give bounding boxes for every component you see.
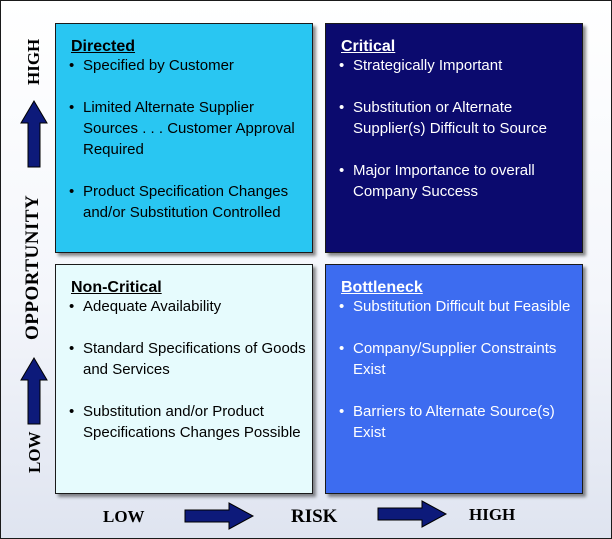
y-axis-up-arrow-bottom <box>20 357 48 425</box>
quadrant-title: Bottleneck <box>341 279 423 296</box>
list-item: Barriers to Alternate Source(s) Exist <box>339 401 576 443</box>
quadrant-title: Non-Critical <box>71 279 162 296</box>
x-axis-low-label: LOW <box>103 507 145 526</box>
quadrant-items: Adequate Availability Standard Specifica… <box>69 296 306 464</box>
quadrant-title: Critical <box>341 38 396 55</box>
y-axis-up-arrow-top <box>20 100 48 168</box>
quadrant-items: Strategically Important Substitution or … <box>339 55 576 223</box>
quadrant-title: Directed <box>71 38 136 55</box>
list-item: Product Specification Changes and/or Sub… <box>69 181 306 223</box>
list-item: Company/Supplier Constraints Exist <box>339 338 576 380</box>
y-axis-low-label: LOW <box>25 431 44 473</box>
quadrant-items: Substitution Difficult but Feasible Comp… <box>339 296 576 464</box>
list-item: Standard Specifications of Goods and Ser… <box>69 338 306 380</box>
list-item: Adequate Availability <box>69 296 306 317</box>
list-item: Substitution and/or Product Specificatio… <box>69 401 306 443</box>
quadrant-critical: Critical Strategically Important Substit… <box>325 23 583 253</box>
list-item: Specified by Customer <box>69 55 306 76</box>
x-axis-high-label: HIGH <box>469 505 516 524</box>
quadrant-directed: Directed Specified by Customer Limited A… <box>55 23 313 253</box>
quadrant-bottleneck: Bottleneck Substitution Difficult but Fe… <box>325 264 583 494</box>
quadrant-items: Specified by Customer Limited Alternate … <box>69 55 306 244</box>
x-axis-title: RISK <box>291 506 338 527</box>
list-item: Substitution or Alternate Supplier(s) Di… <box>339 97 576 139</box>
x-axis-right-arrow-right <box>377 500 448 528</box>
y-axis-title: OPPORTUNITY <box>22 194 43 340</box>
x-axis-right-arrow-left <box>184 502 255 530</box>
list-item: Major Importance to overall Company Succ… <box>339 160 576 202</box>
quadrant-non-critical: Non-Critical Adequate Availability Stand… <box>55 264 313 494</box>
y-axis-high-label: HIGH <box>24 38 43 85</box>
list-item: Strategically Important <box>339 55 576 76</box>
list-item: Limited Alternate Supplier Sources . . .… <box>69 97 306 160</box>
list-item: Substitution Difficult but Feasible <box>339 296 576 317</box>
